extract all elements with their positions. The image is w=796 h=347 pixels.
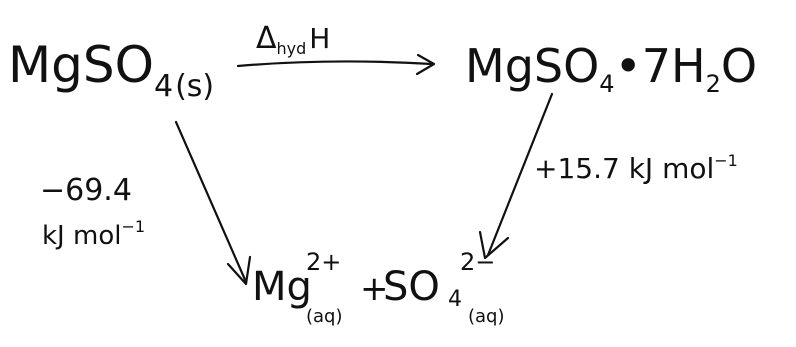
anhydrous-enthalpy-unit: kJ mol−1 <box>42 217 145 251</box>
dissolution-arrow-anhydrous <box>174 120 252 286</box>
hydrate-water-subscript: 2 <box>706 70 721 98</box>
so-symbol: SO <box>383 264 440 310</box>
sulfate-ion-state: (aq) <box>468 306 505 327</box>
magnesium-ion-state: (aq) <box>306 306 343 327</box>
sulfate-ion: SO <box>383 264 440 310</box>
aqueous-ions: Mg 2+ (aq) + SO 4 2− (aq) <box>252 248 505 327</box>
hydration-arrow-head <box>415 53 436 76</box>
hydrate-enthalpy-main: +15.7 kJ mol <box>534 152 714 185</box>
anhydrous-subscript: 4 <box>154 69 173 104</box>
anhydrous-formula: MgSO4(s) <box>8 36 214 104</box>
hydration-arrow-line <box>236 60 434 68</box>
hydrate-water-end: O <box>721 39 757 93</box>
anhydrous-base: MgSO <box>8 36 154 94</box>
anhydrous-unit-main: kJ mol <box>42 221 121 251</box>
mg-symbol: Mg <box>252 264 312 310</box>
magnesium-ion: Mg <box>252 264 312 310</box>
hydrate-water: •7H <box>615 39 706 93</box>
hydrate-enthalpy-label: +15.7 kJ mol−1 <box>534 151 738 185</box>
enthalpy-symbol: H <box>309 22 330 55</box>
hydration-arrow <box>236 53 436 76</box>
anhydrous-enthalpy-value: −69.4 <box>40 173 132 208</box>
hydrated-magnesium-sulfate: MgSO4•7H2O <box>465 39 757 98</box>
anhydrous-magnesium-sulfate: MgSO4(s) <box>8 36 214 104</box>
anhydrous-state: (s) <box>175 69 214 104</box>
dissolution-arrow-hydrate-head <box>478 230 510 260</box>
dissolution-arrow-hydrate-line <box>486 92 554 257</box>
hydrate-formula: MgSO4•7H2O <box>465 39 757 98</box>
hydrate-enthalpy-power: −1 <box>714 151 738 170</box>
hydrate-subscript: 4 <box>599 70 614 98</box>
dissolution-arrow-anhydrous-line <box>174 120 248 284</box>
dissolution-arrow-anhydrous-head <box>226 255 252 286</box>
hydration-subscript: hyd <box>277 39 307 58</box>
delta-symbol: Δ <box>256 21 277 56</box>
hydrate-base: MgSO <box>465 39 599 93</box>
sulfate-ion-subscript: 4 <box>448 287 462 312</box>
anhydrous-unit-power: −1 <box>121 217 145 236</box>
magnesium-ion-charge: 2+ <box>306 248 341 276</box>
plus-sign: + <box>360 269 389 309</box>
dissolution-arrow-hydrate <box>478 92 554 260</box>
